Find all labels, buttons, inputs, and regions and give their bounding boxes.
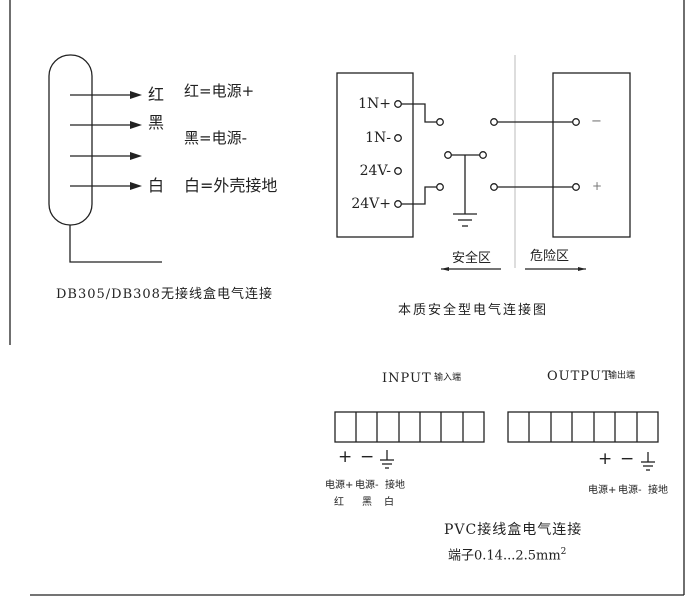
input-terminal-block — [334, 411, 485, 443]
output-label-power-minus: 电源- — [618, 485, 642, 496]
terminal-1n-plus: 1N+ — [358, 96, 391, 112]
wire-black: 黑 — [148, 113, 165, 132]
terminal-spec-text: 端子0.14...2.5mm — [448, 548, 561, 564]
terminals — [394, 100, 580, 227]
zone-arrows — [441, 267, 586, 271]
input-label-power-plus: 电源+ — [325, 480, 354, 491]
output-minus: − — [591, 114, 602, 129]
pvc-caption: PVC接线盒电气连接 — [444, 522, 583, 538]
input-color-red: 红 — [334, 497, 344, 508]
legend-red: 红=电源+ — [184, 82, 255, 100]
output-plus-sym: + — [598, 449, 613, 469]
sensor-arrows — [70, 91, 142, 190]
terminal-spec: 端子0.14...2.5mm2 — [448, 547, 567, 564]
output-label-ground: 接地 — [648, 485, 668, 496]
terminal-24v-minus: 24V- — [359, 163, 391, 179]
is-caption: 本质安全型电气连接图 — [398, 303, 549, 318]
output-plus: + — [592, 179, 603, 193]
input-cn-label: 输入端 — [434, 373, 462, 383]
input-plus: + — [338, 447, 353, 467]
terminal-24v-plus: 24V+ — [351, 196, 391, 212]
sensor-probe — [48, 54, 162, 263]
ground-symbols — [380, 450, 655, 471]
input-color-white: 白 — [384, 497, 394, 508]
output-label-power-plus: 电源+ — [588, 485, 617, 496]
wire-red: 红 — [148, 85, 165, 104]
input-color-black: 黑 — [362, 497, 372, 508]
terminal-1n-minus: 1N- — [365, 130, 391, 146]
output-cn-label: 输出端 — [608, 371, 636, 381]
output-minus-sym: − — [620, 449, 635, 469]
wire-white: 白 — [148, 176, 165, 195]
input-minus: − — [360, 447, 375, 467]
terminal-spec-sup: 2 — [560, 547, 567, 557]
frame — [9, 0, 685, 596]
input-label-power-minus: 电源- — [355, 480, 379, 491]
hazard-zone-label: 危险区 — [530, 249, 570, 264]
input-label-ground: 接地 — [385, 480, 405, 491]
barrier-box — [336, 55, 631, 268]
sensor-caption: DB305/DB308无接线盒电气连接 — [56, 287, 273, 302]
safe-zone-label: 安全区 — [452, 251, 492, 266]
legend-white: 白=外壳接地 — [184, 176, 278, 195]
input-label: INPUT — [382, 371, 432, 386]
output-label: OUTPUT — [547, 369, 612, 384]
legend-black: 黑=电源- — [184, 129, 247, 147]
output-terminal-block — [507, 411, 659, 443]
